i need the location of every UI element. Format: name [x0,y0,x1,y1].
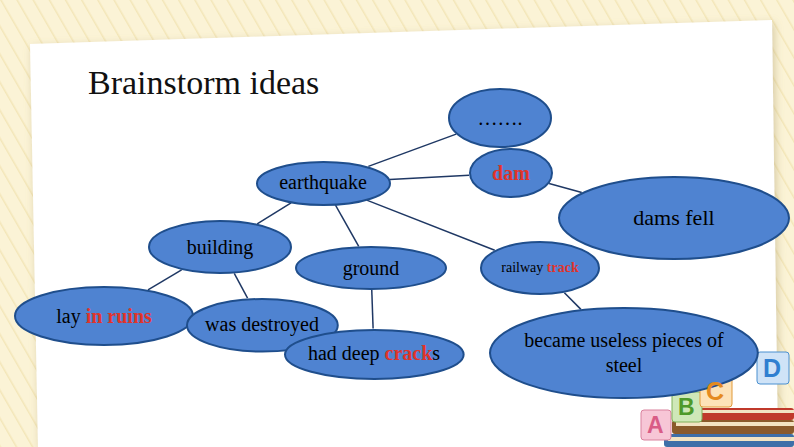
connector-line [390,175,470,179]
ellipse-shape [15,287,193,345]
idea-text: ……. [478,106,523,131]
idea-ellipse: dam [469,148,553,198]
ellipse-shape [559,177,789,259]
text-part: s [432,342,440,364]
ellipse-shape [449,89,551,147]
idea-text: railway track [501,259,578,277]
ellipse-shape [481,242,599,294]
idea-text: was destroyed [205,312,319,337]
connector-line [148,270,182,290]
ellipse-shape [285,330,464,379]
ellipse-shape [257,162,390,205]
ellipse-shape [149,221,291,273]
key-word: dam [492,162,530,184]
idea-text: dams fell [633,204,714,232]
idea-text: dam [492,161,530,186]
idea-ellipse: ……. [448,88,552,148]
idea-text: building [187,235,254,260]
idea-ellipse: lay in ruins [14,286,194,346]
connector-line [564,293,581,310]
connector-line [368,134,456,166]
ellipse-shape [470,149,552,197]
block-letter: D [763,356,781,381]
connector-line [367,200,495,250]
slide-title: Brainstorm ideas [88,64,319,102]
connector-line [257,203,291,224]
key-word: crack [385,342,433,364]
text-part: had deep [308,342,385,364]
idea-ellipse: had deep cracks [284,329,465,380]
idea-text: lay in ruins [56,304,152,329]
idea-text: earthquake [279,170,367,195]
idea-text: ground [343,256,400,281]
block-letter: B [678,396,695,419]
ellipse-shape [296,247,446,289]
idea-ellipse: building [148,220,292,274]
idea-ellipse: railway track [480,241,600,295]
idea-ellipse: ground [295,246,447,290]
connector-line [549,184,582,193]
connector-line [335,205,358,246]
text-part: lay [56,305,85,327]
key-word: track [547,260,579,275]
text-part: railway [501,260,546,275]
idea-ellipse: earthquake [256,161,391,206]
key-word: in ruins [86,305,152,327]
block-letter: C [706,379,724,404]
idea-text: had deep cracks [308,341,440,366]
connector-line [372,290,373,329]
idea-text: became useless pieces of steel [524,328,724,378]
idea-ellipse: dams fell [558,176,790,260]
block-letter: A [647,414,664,437]
connector-line [234,273,247,298]
